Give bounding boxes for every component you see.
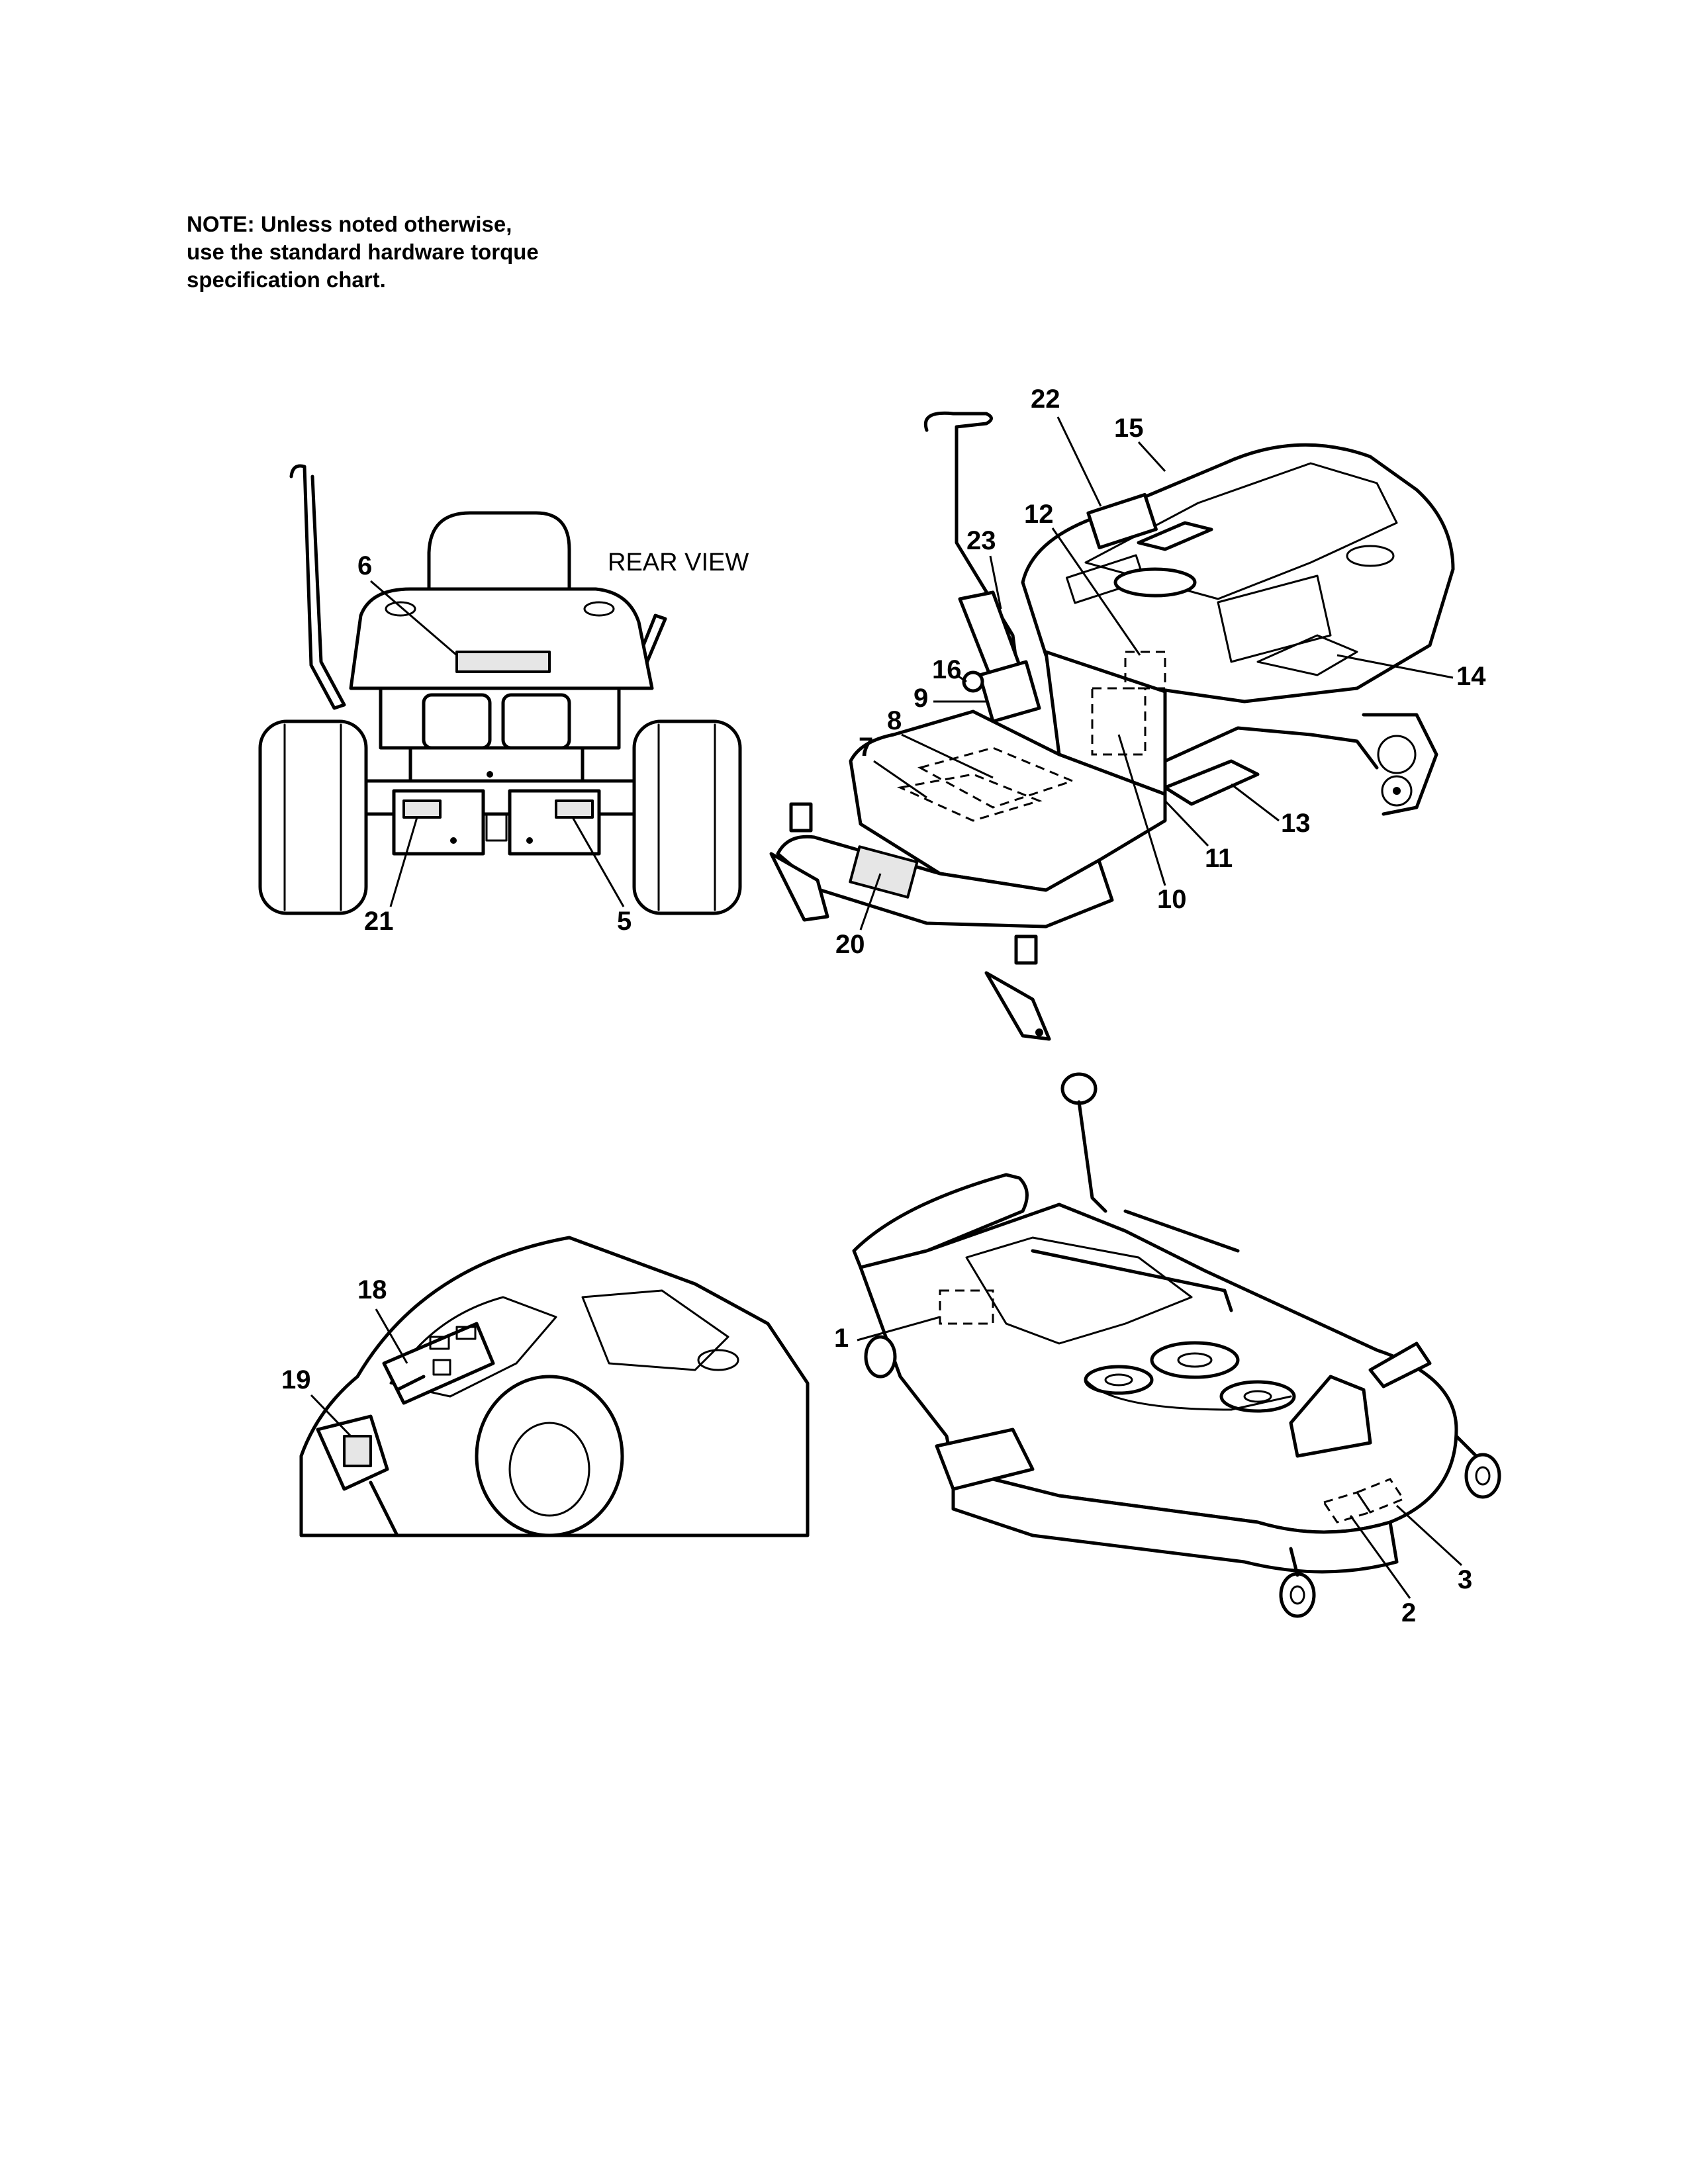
decal-1-location [939, 1289, 994, 1325]
callout-16: 16 [932, 655, 962, 684]
leader-1 [857, 1316, 941, 1342]
callout-20: 20 [835, 930, 865, 959]
callout-12: 12 [1024, 500, 1054, 529]
note-line-1: NOTE: Unless noted otherwise, [187, 212, 512, 236]
leader-19 [310, 1394, 352, 1437]
decal-2-location [1322, 1491, 1372, 1524]
decal-14-location [1256, 634, 1358, 676]
callout-3: 3 [1458, 1565, 1472, 1594]
leader-7 [873, 760, 927, 799]
decal-10-location [1091, 687, 1147, 756]
torque-note: NOTE: Unless noted otherwise, use the st… [187, 210, 650, 294]
callout-18: 18 [357, 1275, 387, 1304]
leader-3 [1395, 1504, 1463, 1567]
leader-13 [1231, 783, 1280, 822]
decal-21-location [402, 799, 442, 819]
leader-23 [989, 555, 1002, 610]
note-line-3: specification chart. [187, 267, 386, 292]
decal-19-location [343, 1435, 372, 1467]
callout-19: 19 [281, 1365, 311, 1394]
leader-20 [859, 873, 882, 931]
callout-14: 14 [1456, 662, 1486, 691]
decal-5-location [555, 799, 594, 819]
leader-11 [1164, 799, 1209, 847]
leader-6 [370, 580, 457, 657]
leader-8 [901, 733, 994, 779]
decal-3-location [1355, 1478, 1405, 1514]
callout-13: 13 [1281, 809, 1311, 838]
decal-6-location [455, 651, 551, 673]
callout-9: 9 [914, 684, 928, 713]
left-rear-wheel [258, 719, 368, 915]
callout-8: 8 [887, 706, 902, 735]
rear-view-label: REAR VIEW [608, 549, 749, 576]
note-line-2: use the standard hardware torque [187, 240, 539, 264]
leader-16 [956, 674, 967, 683]
decal-20-location [849, 845, 919, 899]
leader-15 [1137, 441, 1166, 473]
decal-8-location [917, 747, 1076, 809]
callout-22: 22 [1031, 385, 1060, 414]
console-closeup-illustration [299, 1236, 810, 1537]
leader-14 [1336, 654, 1454, 679]
callout-11: 11 [1205, 844, 1233, 873]
right-rear-wheel [632, 719, 742, 915]
mower-deck-illustration [852, 1072, 1501, 1618]
leader-22 [1056, 416, 1102, 507]
callout-2: 2 [1401, 1598, 1416, 1627]
leader-18 [375, 1308, 408, 1364]
callout-6: 6 [357, 551, 372, 580]
rear-view-illustration [258, 464, 742, 915]
leader-10 [1117, 734, 1166, 886]
decal-22-location [1086, 492, 1158, 550]
callout-5: 5 [617, 907, 632, 936]
leader-12 [1051, 527, 1141, 656]
callout-15: 15 [1114, 414, 1144, 443]
callout-10: 10 [1157, 885, 1187, 914]
leader-5 [571, 817, 625, 907]
callout-1: 1 [834, 1324, 849, 1353]
front-isometric-illustration [769, 411, 1455, 1041]
leader-2 [1349, 1515, 1411, 1599]
decal-7-location [897, 773, 1043, 822]
leader-21 [389, 817, 418, 907]
callout-23: 23 [966, 526, 996, 555]
callout-7: 7 [859, 733, 873, 762]
callout-21: 21 [364, 907, 394, 936]
decal-12-location [1124, 651, 1166, 690]
